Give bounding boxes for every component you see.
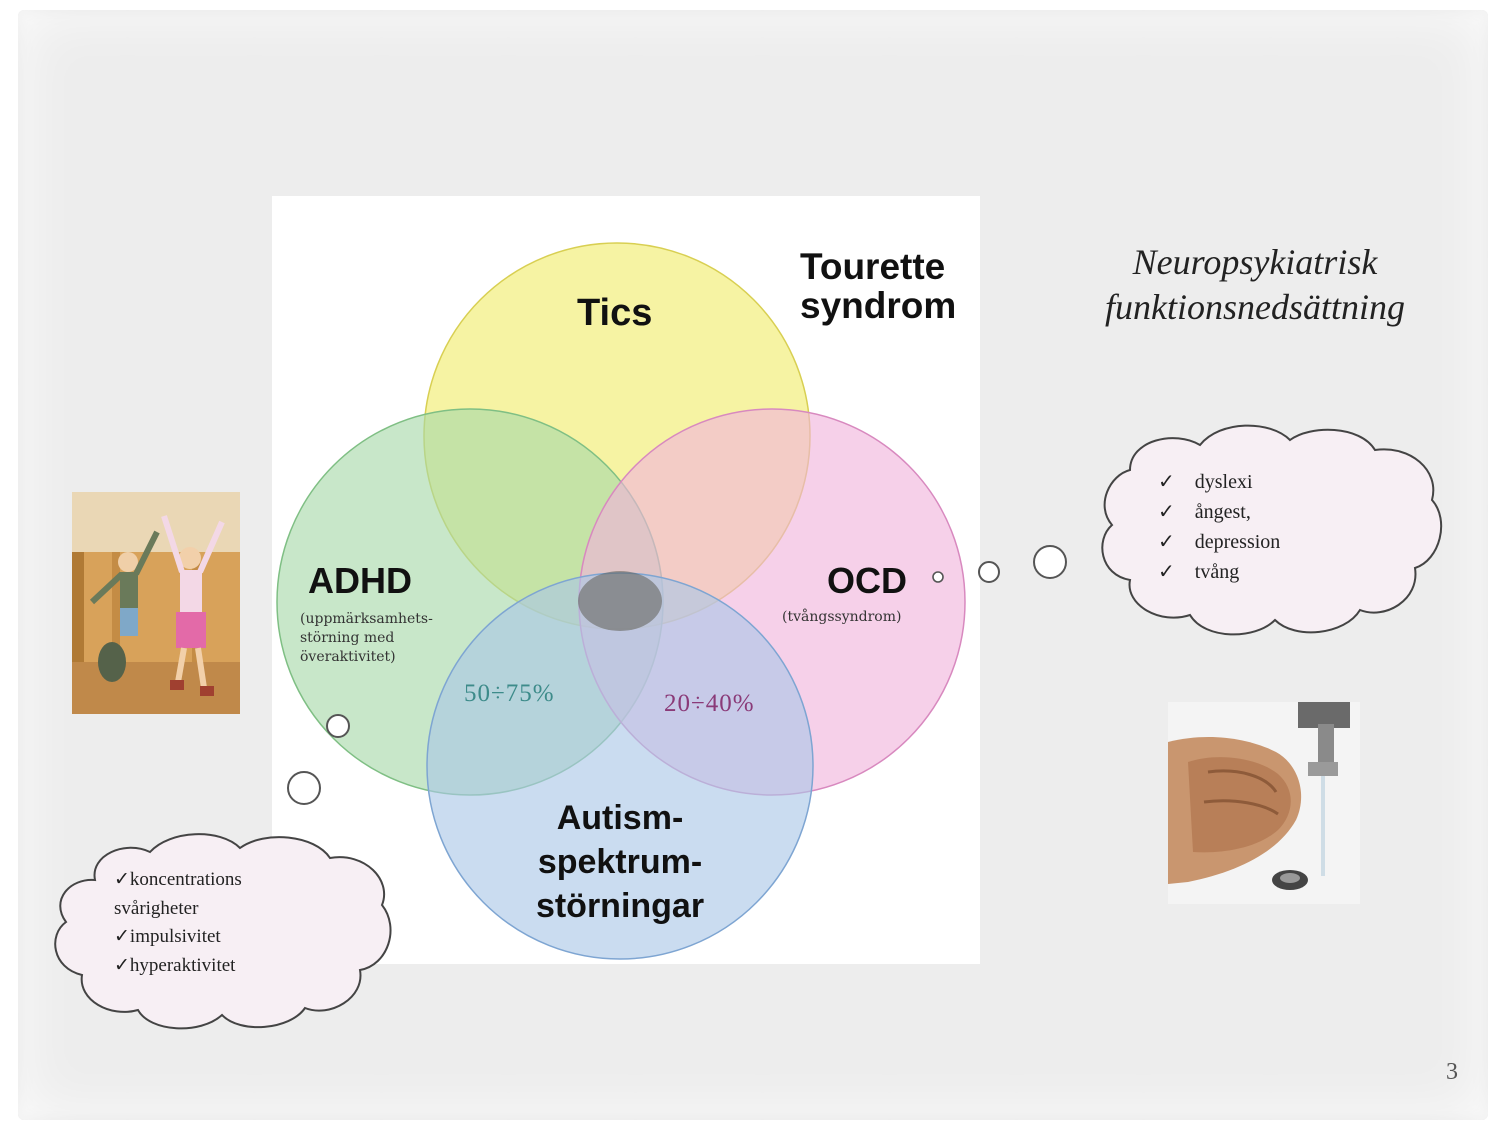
tourette-line-2: syndrom: [800, 284, 957, 326]
right-cloud-list: ✓ dyslexi ✓ ångest, ✓ depression ✓ tvång: [1158, 467, 1280, 587]
right-cloud-item: ✓ dyslexi: [1158, 471, 1253, 493]
hand-washing-photo: [1168, 702, 1360, 904]
right-cloud-shape: [1101, 424, 1442, 636]
title-line-1: Neuropsykiatrisk: [1132, 242, 1378, 282]
thought-bubble-adhd-2: [287, 771, 321, 805]
ocd-sub-label: (tvångssyndrom): [782, 609, 902, 625]
left-cloud-list: ✓koncentrations svårigheter ✓impulsivite…: [114, 866, 242, 980]
children-jumping-photo: [72, 492, 240, 714]
autism-line-1: Autism-: [556, 799, 684, 837]
thought-bubble-small: [326, 714, 350, 738]
thought-bubble-ocd-2: [1033, 545, 1067, 579]
tourette-label: Tourette syndrom: [800, 246, 957, 326]
thought-bubble-ocd-1: [978, 561, 1000, 583]
children-jumping-illustration: [72, 492, 240, 714]
left-cloud-shape: [54, 833, 392, 1030]
ocd-label: OCD: [827, 560, 907, 601]
title-line-2: funktionsnedsättning: [1105, 287, 1405, 327]
autism-line-2: spektrum-: [537, 843, 703, 882]
adhd-autism-percentage: 50÷75%: [464, 680, 555, 707]
autism-label: Autism- spektrum- störningar: [530, 796, 710, 929]
hand-washing-illustration: [1168, 702, 1360, 904]
venn-circles: [276, 242, 966, 960]
venn-diagram: Tourette syndrom Tics ADHD (uppmärksamhe…: [272, 196, 980, 964]
left-cloud-item: ✓impulsivitet: [114, 926, 221, 947]
page-number: 3: [1446, 1059, 1458, 1085]
right-cloud-item: ✓ ångest,: [1158, 501, 1251, 523]
slide-title: Neuropsykiatrisk funktionsnedsättning: [1050, 240, 1460, 330]
center-overlap: [578, 571, 662, 631]
left-cloud-item: ✓koncentrations: [114, 869, 242, 890]
right-cloud-item: ✓ tvång: [1158, 561, 1240, 583]
right-cloud-item: ✓ depression: [1158, 531, 1281, 553]
tourette-line-1: Tourette: [800, 246, 946, 287]
adhd-label: ADHD: [308, 560, 412, 601]
left-cloud-item: ✓hyperaktivitet: [114, 954, 236, 976]
ocd-autism-percentage: 20÷40%: [664, 690, 755, 717]
autism-line-3: störningar: [535, 887, 705, 926]
adhd-sub-label: (uppmärksamhets- störning med överaktivi…: [300, 611, 433, 665]
left-cloud-item: svårigheter: [114, 897, 199, 919]
thought-bubble-tiny-ocd: [932, 571, 944, 583]
tics-label: Tics: [577, 292, 653, 334]
